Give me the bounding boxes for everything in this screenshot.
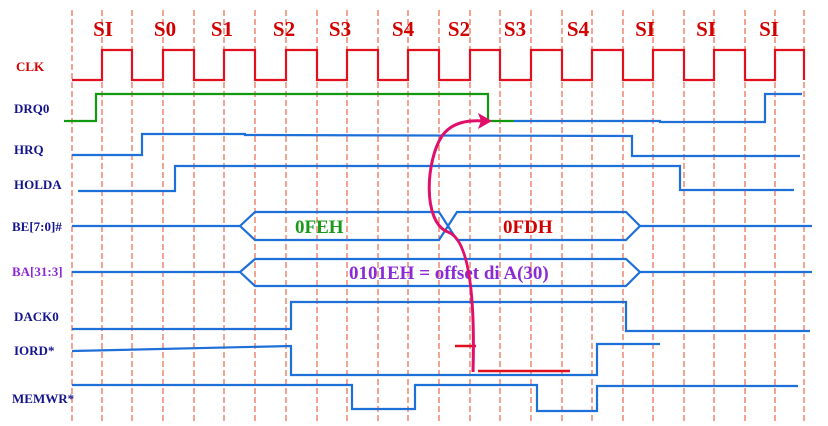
ba-bus bbox=[72, 257, 812, 288]
state-label-10: SI bbox=[635, 17, 655, 41]
state-label-6: S4 bbox=[392, 17, 415, 41]
hrq-label: HRQ bbox=[14, 142, 44, 157]
memwr-waveform bbox=[72, 383, 798, 413]
clk-label: CLK bbox=[16, 59, 45, 74]
holda-waveform bbox=[78, 164, 794, 193]
clk-waveform bbox=[72, 48, 806, 82]
hrq-waveform bbox=[72, 132, 800, 158]
iord-waveform bbox=[71, 342, 660, 377]
state-label-2: S0 bbox=[154, 17, 176, 41]
state-label-7: S2 bbox=[448, 17, 470, 41]
ba-value: 0101EH = offset di A(30) bbox=[349, 263, 549, 284]
be-value-first: 0FEH bbox=[295, 217, 344, 238]
causality-arrow bbox=[427, 113, 492, 373]
drq0-waveform-tail bbox=[514, 92, 802, 124]
state-label-12: SI bbox=[759, 17, 779, 41]
memwr-label: MEMWR* bbox=[12, 391, 74, 406]
iord-label: IORD* bbox=[14, 343, 54, 358]
state-label-11: SI bbox=[696, 17, 716, 41]
state-label-8: S3 bbox=[504, 17, 526, 41]
drq0-label: DRQ0 bbox=[14, 101, 49, 116]
state-label-9: S4 bbox=[567, 17, 590, 41]
drq0-waveform bbox=[64, 92, 514, 123]
ba-label: BA[31:3] bbox=[12, 264, 63, 279]
state-label-4: S2 bbox=[273, 17, 295, 41]
state-label-3: S1 bbox=[211, 17, 233, 41]
be-bus bbox=[72, 210, 812, 242]
dack0-waveform bbox=[72, 300, 810, 333]
holda-label: HOLDA bbox=[14, 177, 62, 192]
state-labels: SI S0 S1 S2 S3 S4 S2 S3 S4 SI SI SI bbox=[93, 17, 779, 41]
be-value-second: 0FDH bbox=[503, 217, 553, 238]
state-label-1: SI bbox=[93, 17, 113, 41]
dack0-label: DACK0 bbox=[14, 309, 59, 324]
be-label: BE[7:0]# bbox=[12, 219, 62, 234]
state-label-5: S3 bbox=[329, 17, 351, 41]
signal-labels: CLK DRQ0 HRQ HOLDA BE[7:0]# BA[31:3] DAC… bbox=[12, 59, 74, 406]
